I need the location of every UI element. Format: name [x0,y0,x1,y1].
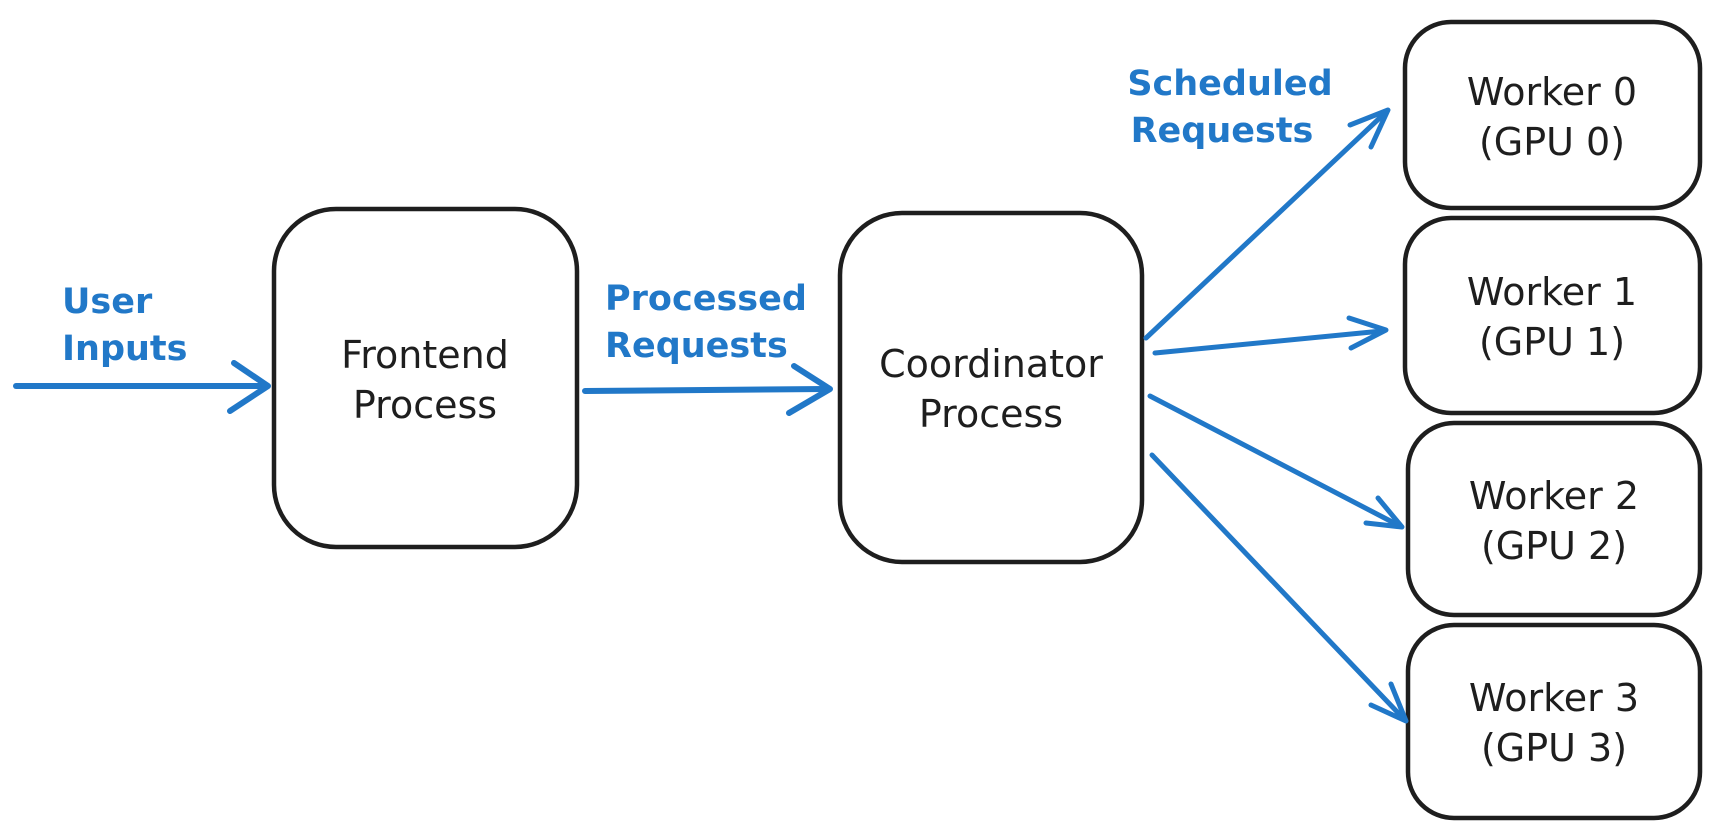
worker-0-label-line2: (GPU 0) [1479,120,1625,164]
worker-0-node [1402,19,1703,211]
arrow-coordinator-to-worker-0-head [1347,107,1391,150]
arrow-coordinator-to-worker-2-head [1363,495,1405,530]
arrow-coordinator-to-worker-3-head [1368,681,1409,724]
processed-requests-arrow-line [582,386,829,394]
arrow-coordinator-to-worker-2-line [1147,393,1401,528]
arrow-coordinator-to-worker-1-head [1346,315,1389,351]
worker-1-label-line2: (GPU 1) [1479,320,1625,364]
arrow-coordinator-to-worker-0-line [1143,110,1388,341]
coordinator-process-label-line1: Coordinator [879,342,1103,386]
arrow-coordinator-to-worker-1-line [1152,328,1385,356]
worker-1-node [1402,215,1703,416]
worker-3-label-line1: Worker 3 [1469,676,1639,720]
user-inputs-arrow-head [227,360,271,414]
frontend-process-label-line1: Frontend [341,333,509,377]
frontend-process-label-line2: Process [353,383,497,427]
user-inputs-label-line2: Inputs [62,329,187,369]
processed-requests-label-line1: Processed [605,279,807,319]
frontend-process-node [271,206,580,550]
worker-2-label-line1: Worker 2 [1469,474,1639,518]
user-inputs-label-line1: User [62,282,153,322]
worker-0-label-line1: Worker 0 [1467,70,1637,114]
worker-2-label-line2: (GPU 2) [1481,524,1627,568]
scheduled-requests-label-line1: Scheduled [1127,64,1332,104]
arrow-coordinator-to-worker-3-line [1149,452,1405,720]
worker-3-label-line2: (GPU 3) [1481,726,1627,770]
worker-3-node [1405,622,1703,821]
processed-requests-arrow-head [786,363,833,416]
coordinator-process-label-line2: Process [919,392,1063,436]
worker-1-label-line1: Worker 1 [1467,270,1637,314]
coordinator-process-node [837,210,1145,565]
scheduled-requests-label-line2: Requests [1131,111,1314,151]
processed-requests-label-line2: Requests [605,326,788,366]
worker-2-node [1405,420,1703,618]
